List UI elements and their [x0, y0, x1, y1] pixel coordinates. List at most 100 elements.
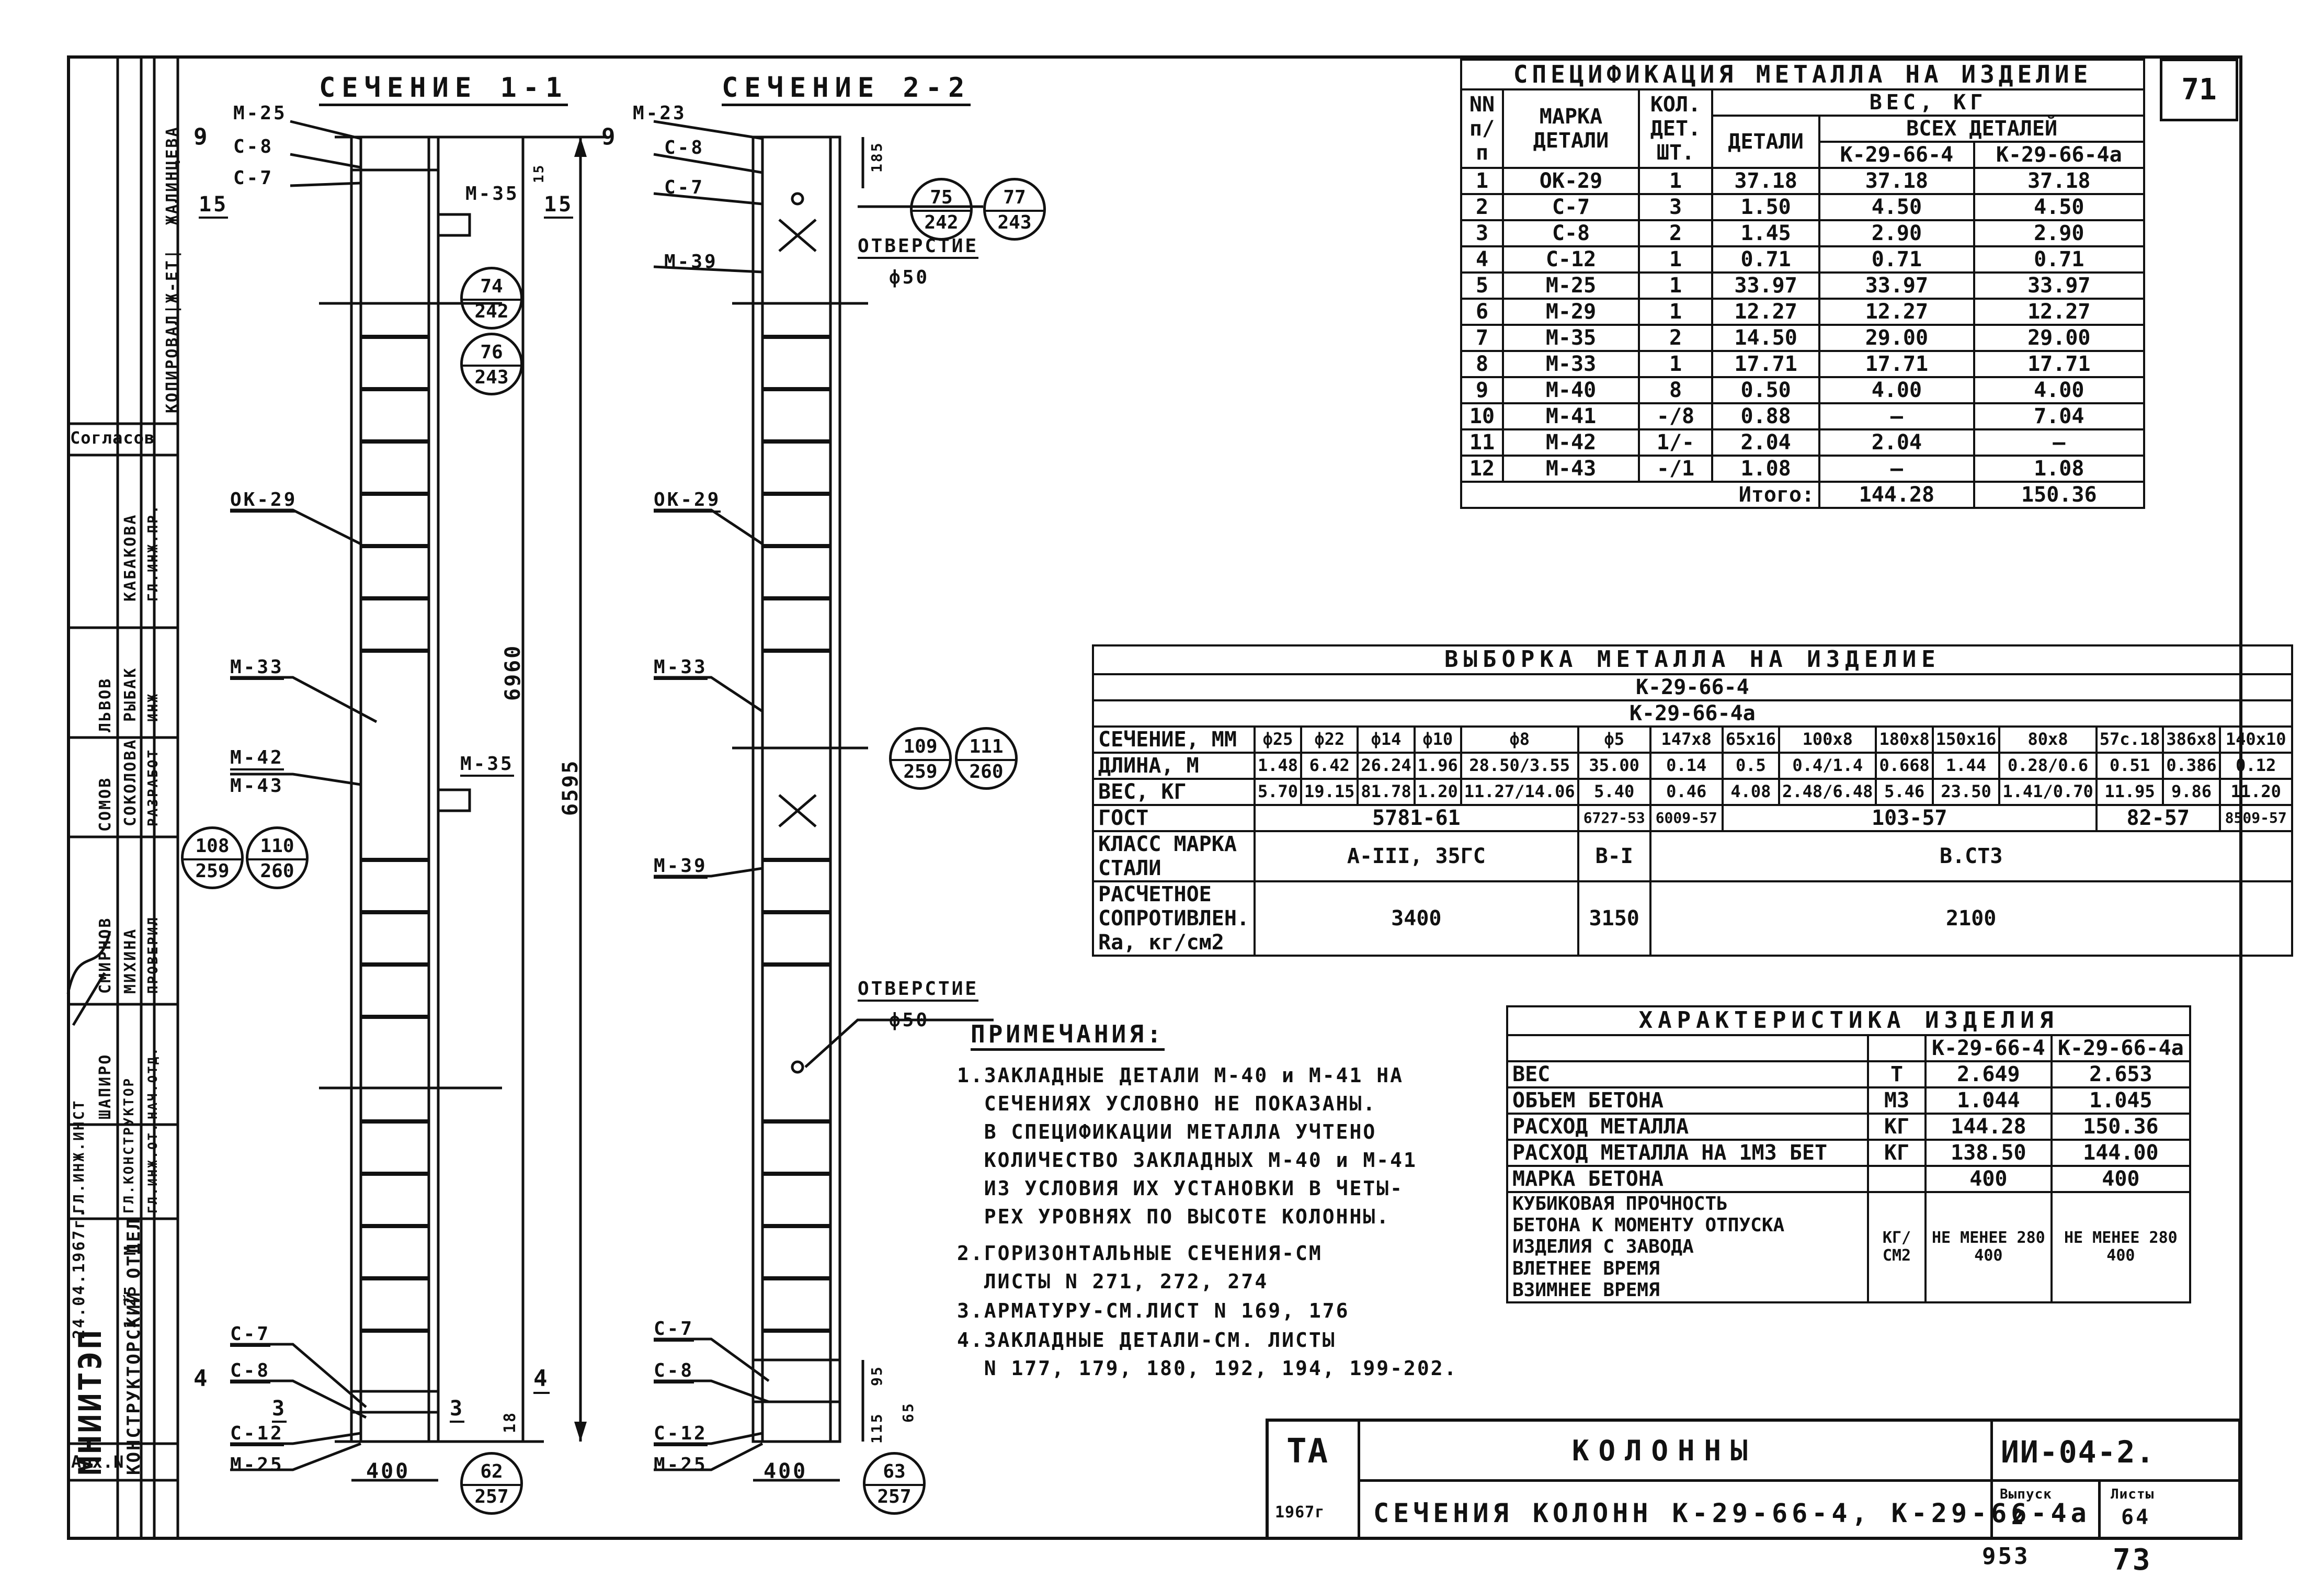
s2-dim-width: 400 [764, 1459, 808, 1483]
title-divider [1358, 1479, 2241, 1482]
s2-circle-4-bot: 260 [969, 761, 1004, 782]
spec-cell: 2 [1638, 323, 1713, 352]
sample-cell-weights: 11.27/14.06 [1460, 777, 1579, 806]
s2-label-c7-bot: С-7 [654, 1318, 694, 1342]
sample-cell-sections: ф14 [1357, 725, 1416, 754]
s1-label-m25-bot: М-25 [230, 1454, 284, 1476]
s2-hole1-label: ОТВЕРСТИЕ [858, 235, 979, 259]
s2-circle-5-top: 63 [865, 1461, 923, 1486]
notes-title: ПРИМЕЧАНИЯ: [971, 1020, 1165, 1051]
sample-cell-weights: 11.20 [2218, 777, 2293, 806]
s1-circle-2-top: 76 [463, 342, 520, 367]
title-issue-label: Выпуск [2000, 1487, 2052, 1502]
s2-label-c7: С-7 [664, 177, 705, 198]
note-1: 1.ЗАКЛАДНЫЕ ДЕТАЛИ М-40 и М-41 НА СЕЧЕНИ… [957, 1064, 1417, 1228]
sample-class-3: В.СТ3 [1649, 830, 2293, 882]
note-3: 3.АРМАТУРУ-СМ.ЛИСТ N 169, 176 [957, 1299, 1350, 1322]
s2-circle-1-bot: 242 [924, 212, 959, 233]
spec-cell: -/8 [1638, 402, 1713, 430]
s2-label-m25-bot: М-25 [654, 1454, 708, 1476]
title-sheet: 64 [2121, 1505, 2151, 1529]
sample-class-row: КЛАСС МАРКА СТАЛИ А-III, 35ГС В-I В.СТ3 [1092, 830, 2293, 882]
spec-cell: С-7 [1502, 192, 1640, 221]
sample-cell-weights: 5.40 [1577, 777, 1651, 806]
charact-cube-label: КУБИКОВАЯ ПРОЧНОСТЬ БЕТОНА К МОМЕНТУ ОТП… [1506, 1190, 1869, 1303]
spec-cell: 14.50 [1711, 323, 1821, 352]
charact-cell: РАСХОД МЕТАЛЛА НА 1М3 БЕТ [1506, 1138, 1869, 1167]
spec-cell: 37.18 [1973, 166, 2146, 195]
spec-cell: 4 [1460, 245, 1504, 274]
s2-circle-2-top: 77 [986, 187, 1043, 212]
spec-cell: 1.45 [1711, 219, 1821, 247]
spec-cell: 12 [1460, 454, 1504, 483]
title-sheet-label: Листы [2111, 1487, 2155, 1502]
page-number: 71 [2160, 59, 2238, 121]
charact-cell: 144.00 [2050, 1138, 2192, 1167]
charact-cell: 400 [1924, 1164, 2053, 1193]
sample-title: ВЫБОРКА МЕТАЛЛА НА ИЗДЕЛИЕ [1092, 644, 2293, 675]
spec-cell: 1 [1638, 349, 1713, 378]
sample-class-2: В-I [1577, 830, 1651, 882]
spec-title: СПЕЦИФИКАЦИЯ МЕТАЛЛА НА ИЗДЕЛИЕ [1460, 59, 2145, 90]
spec-table: СПЕЦИФИКАЦИЯ МЕТАЛЛА НА ИЗДЕЛИЕ NN п/п М… [1460, 59, 2146, 509]
stirrups-1 [361, 335, 429, 1333]
spec-cell: 0.88 [1711, 402, 1821, 430]
spec-cell: 1 [1638, 245, 1713, 274]
sample-cell-weights: 2.48/6.48 [1778, 777, 1877, 806]
sample-gost-2: 6727-53 [1577, 803, 1651, 832]
sample-cell-weights: 1.20 [1413, 777, 1462, 806]
spec-cell: 8 [1638, 376, 1713, 404]
sample-cell-sections: 140х10 [2218, 725, 2293, 754]
spec-cell: 37.18 [1711, 166, 1821, 195]
charact-cube-unit: КГ/СМ2 [1867, 1190, 1927, 1303]
sample-cell-weights: 1.41/0.70 [1998, 777, 2098, 806]
spec-cell: 0.71 [1818, 245, 1975, 274]
spec-cell: — [1818, 402, 1975, 430]
charact-cell: 1.045 [2050, 1086, 2192, 1115]
sample-cell-lengths: 0.668 [1875, 751, 1934, 780]
sample-cell-lengths: 0.28/0.6 [1998, 751, 2098, 780]
s2-circle-4-top: 111 [958, 736, 1015, 761]
spec-cell: 17.71 [1818, 349, 1975, 378]
sample-cell-sections: 180х8 [1875, 725, 1934, 754]
charact-cell: 2.649 [1924, 1060, 2053, 1088]
spec-cell: 8 [1460, 349, 1504, 378]
spec-cell: 17.71 [1711, 349, 1821, 378]
spec-cell: 33.97 [1711, 271, 1821, 300]
charact-cell: 144.28 [1924, 1112, 2053, 1141]
sample-gost-1: 5781-61 [1253, 803, 1579, 832]
s2-label-c12-bot: С-12 [654, 1423, 708, 1446]
sample-cell-sections: 386х8 [2162, 725, 2221, 754]
s2-hole1-dia: ф50 [889, 267, 930, 288]
spec-h-all: ВСЕХ ДЕТАЛЕЙ [1818, 114, 2145, 143]
s1-mark-15-right: 15 [544, 192, 574, 219]
spec-cell: 1/- [1638, 428, 1713, 457]
charact-h-k1: К-29-66-4 [1924, 1034, 2053, 1062]
charact-winter: ВЗИМНЕЕ ВРЕМЯ [1512, 1279, 1660, 1301]
spec-cell: 1.08 [1973, 454, 2146, 483]
spec-total-1: 144.28 [1818, 480, 1975, 509]
sample-gost-6: 8509-57 [2218, 803, 2293, 832]
charact-cell: 2.653 [2050, 1060, 2192, 1088]
s1-label-c8-top: С-8 [233, 136, 274, 157]
spec-cell: 7.04 [1973, 402, 2146, 430]
sample-cell-lengths: 1.48 [1253, 751, 1303, 780]
agreed-label: Согласов [70, 428, 155, 448]
spec-cell: 1 [1460, 166, 1504, 195]
sample-resist-1: 3400 [1253, 880, 1579, 957]
spec-cell: 17.71 [1973, 349, 2146, 378]
s1-dim-width: 400 [366, 1459, 411, 1483]
spec-cell: ОК-29 [1502, 166, 1640, 195]
